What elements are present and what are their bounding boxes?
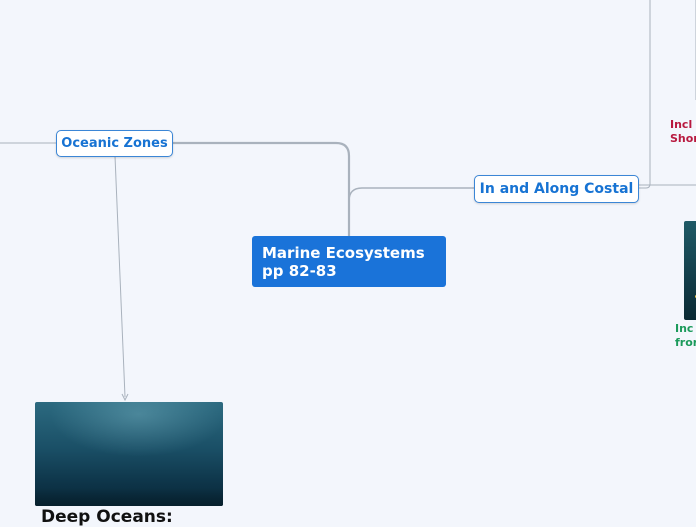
reef-photo-partial[interactable] [684, 221, 696, 320]
connector-arrowhead [121, 393, 129, 402]
central-topic-node[interactable]: Marine Ecosystems pp 82-83 [252, 236, 446, 287]
connector-central-costal [348, 187, 474, 236]
right-red-line2: Shor [670, 132, 696, 145]
central-topic-line2: pp 82-83 [262, 262, 337, 280]
deep-oceans-label: Deep Oceans: [41, 507, 173, 527]
right-red-line1: Incl [670, 118, 693, 131]
photo-light-rays [35, 402, 223, 465]
deep-ocean-photo[interactable] [35, 402, 223, 506]
connector-oceanic-deep [114, 155, 126, 398]
right-green-line2: fror [675, 336, 696, 349]
topic-label-in-along-costal: In and Along Costal [479, 181, 634, 197]
topic-node-oceanic-zones[interactable]: Oceanic Zones [56, 130, 173, 157]
topic-label-oceanic-zones: Oceanic Zones [61, 136, 168, 151]
right-green-text: Inc fror [675, 322, 696, 350]
topic-node-in-along-costal[interactable]: In and Along Costal [474, 175, 639, 203]
right-red-text: Incl Shor [670, 118, 696, 146]
right-green-line1: Inc [675, 322, 694, 335]
photo-seafloor [35, 488, 223, 506]
central-topic-line1: Marine Ecosystems [262, 244, 425, 262]
connector-central-oceanic [172, 141, 351, 236]
connector-costal-up [638, 0, 651, 189]
